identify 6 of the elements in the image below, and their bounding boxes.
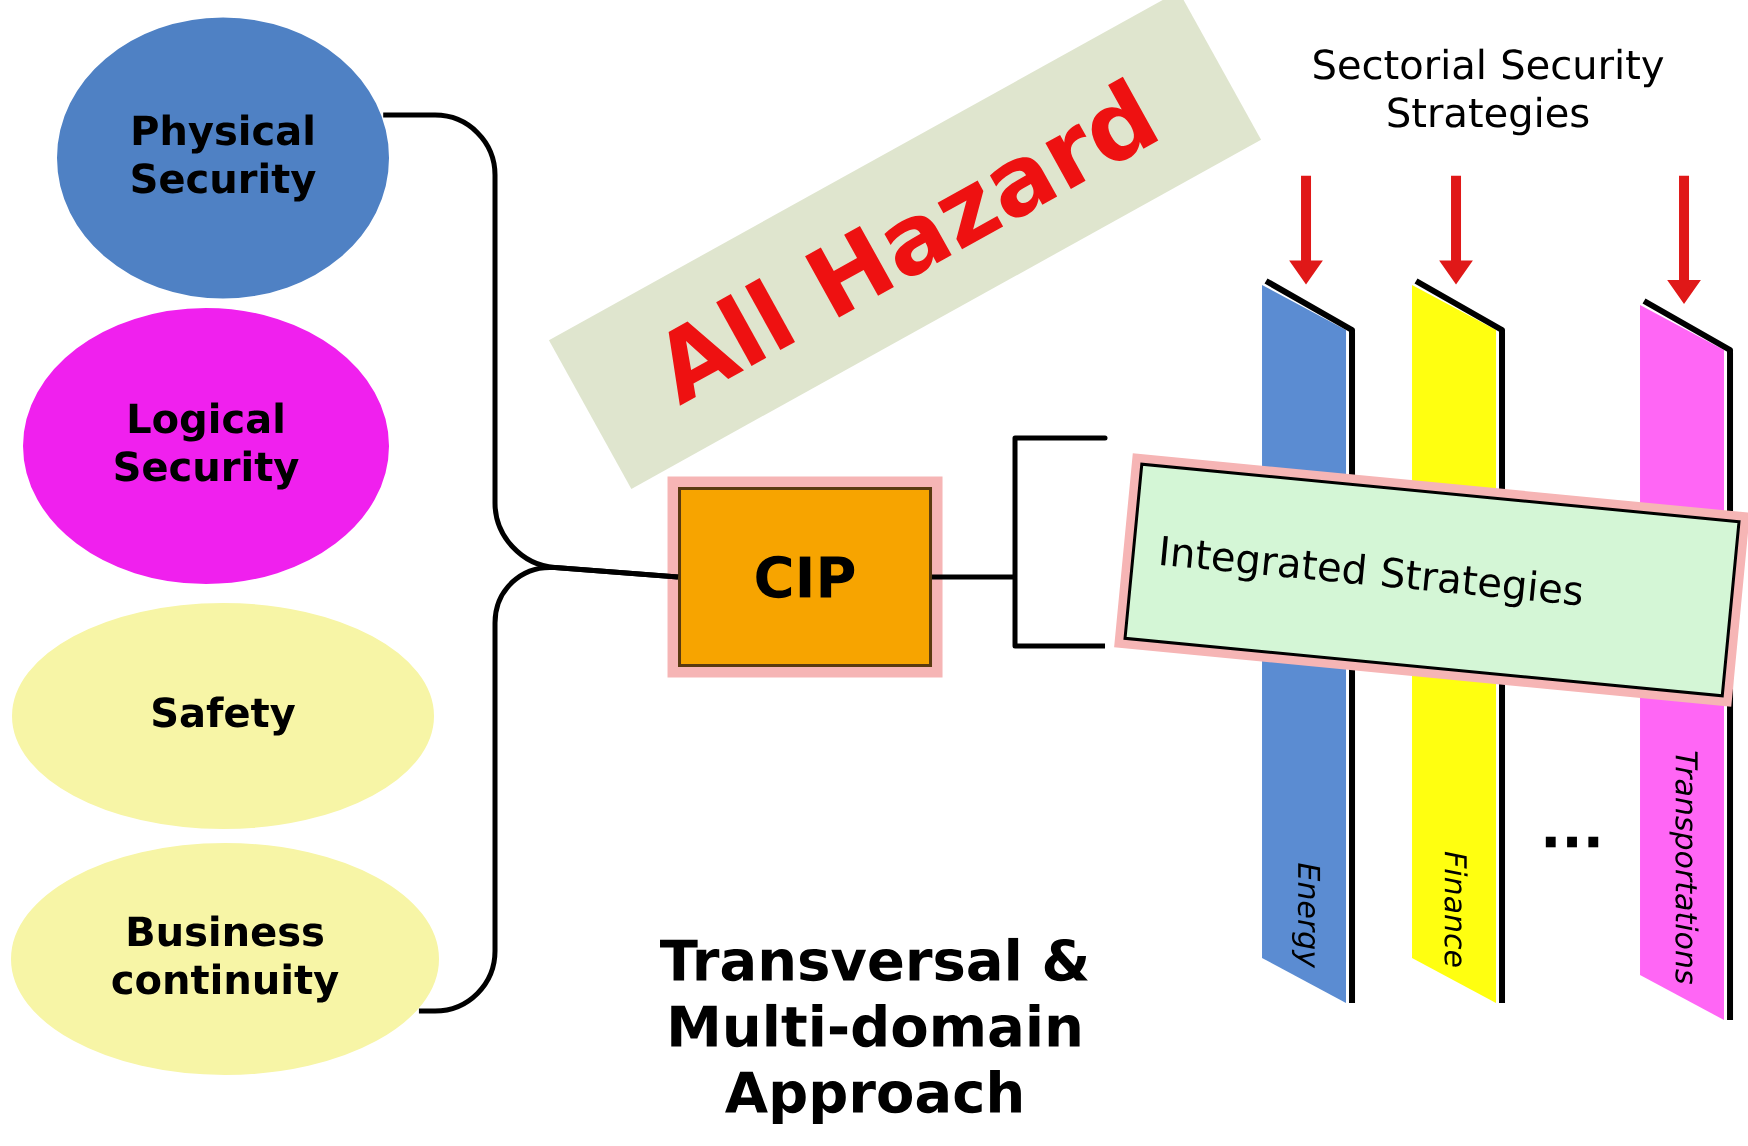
process-box: CIP [667, 476, 943, 678]
approach-text: Transversal & Multi-domain Approach [660, 937, 1088, 1125]
ellipsis-text: ... [1545, 836, 1599, 848]
connector [418, 565, 679, 1014]
connector [932, 435, 1108, 649]
heading-text: Sectorial Security Strategies [1314, 48, 1664, 136]
